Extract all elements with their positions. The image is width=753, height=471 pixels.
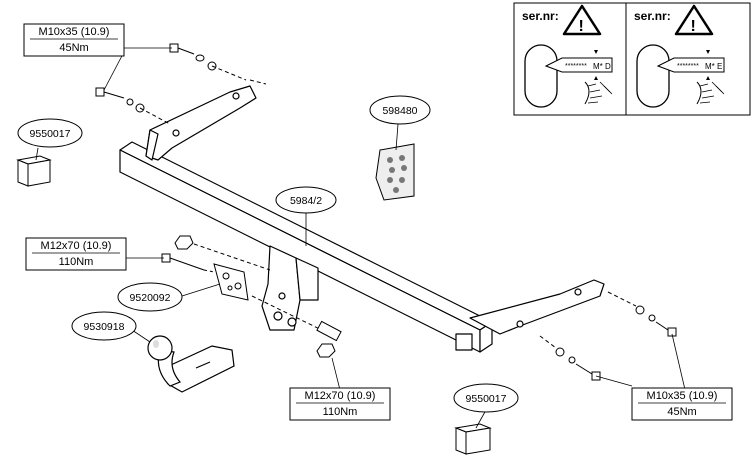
serial-panel-1: ser.nr: ! ******** M* D [522, 4, 613, 108]
leader-lines [35, 47, 687, 429]
bolt-head-icon [667, 327, 677, 337]
svg-text:!: ! [579, 18, 584, 35]
callout-bolt-bottom-torque: 110Nm [323, 406, 358, 418]
serial-letter-2: E [717, 62, 722, 71]
callout-bolt-bottom: M12x70 (10.9) 110Nm [289, 387, 391, 421]
serial-letter-1: D [605, 62, 611, 71]
part-label-electric-kit-bottom-text: 9550017 [466, 393, 507, 405]
center-hardware [161, 235, 342, 358]
part-label-ball: 9530918 [71, 311, 137, 341]
serial-stars-1: ******** [565, 63, 587, 70]
part-label-bolt-bag-text: 598480 [382, 105, 417, 117]
part-label-plate-text: 9520092 [130, 292, 171, 304]
part-label-main-bar-text: 5984/2 [290, 195, 322, 207]
serial-panels: ser.nr: ! ******** M* D ser.nr: [513, 2, 751, 116]
part-label-electric-kit-bottom: 9550017 [453, 383, 519, 413]
callout-bolt-bottom-spec: M12x70 (10.9) [305, 390, 376, 402]
bolt-group-top-left [95, 43, 267, 125]
svg-text:!: ! [691, 18, 696, 35]
bolt-icon [316, 320, 342, 342]
nut-icon [316, 343, 336, 358]
bolt-bag [375, 143, 415, 201]
callout-bolt-right: M10x35 (10.9) 45Nm [631, 387, 733, 421]
callout-bolt-right-torque: 45Nm [667, 406, 696, 418]
part-label-ball-text: 9530918 [84, 321, 125, 333]
callout-bolt-top-torque: 45Nm [59, 42, 88, 54]
part-label-electric-kit-top-text: 9550017 [30, 128, 71, 140]
part-label-plate: 9520092 [117, 282, 183, 312]
callout-bolt-left-spec: M12x70 (10.9) [41, 240, 112, 252]
part-label-electric-kit-top: 9550017 [17, 118, 83, 148]
tow-ball [147, 335, 235, 393]
callout-bolt-left-torque: 110Nm [59, 256, 94, 268]
warning-icon: ! [562, 4, 602, 36]
callout-bolt-left: M12x70 (10.9) 110Nm [25, 237, 127, 271]
callout-bolt-top-spec: M10x35 (10.9) [39, 26, 110, 38]
mounting-plate [213, 263, 249, 301]
electric-kit-box-top [16, 155, 52, 187]
bolt-head-icon [95, 87, 105, 97]
ball-icon [147, 335, 173, 361]
serial-title-1: ser.nr: [522, 9, 559, 23]
serial-code-2: M* [705, 62, 715, 71]
serial-title-2: ser.nr: [634, 9, 671, 23]
serial-stars-2: ******** [677, 63, 699, 70]
callout-bolt-top: M10x35 (10.9) 45Nm [23, 23, 125, 57]
serial-panel-2: ser.nr: ! ******** M* E [634, 4, 725, 108]
electric-kit-box-bottom [454, 423, 492, 455]
nut-icon [174, 235, 194, 250]
serial-code-1: M* [593, 62, 603, 71]
main-crossbar [119, 85, 605, 353]
part-label-bolt-bag: 598480 [369, 95, 431, 125]
warning-icon: ! [674, 4, 714, 36]
part-label-main-bar: 5984/2 [275, 186, 337, 214]
callout-bolt-right-spec: M10x35 (10.9) [647, 390, 718, 402]
